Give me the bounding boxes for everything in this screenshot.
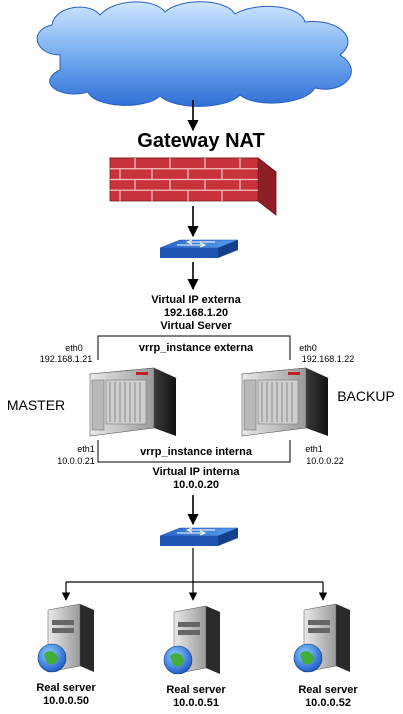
real-server-1-name: Real server [36,682,96,694]
switch-top-icon [159,239,239,258]
virtual-server-label: Virtual Server [160,320,232,332]
master-eth0-ip: 192.168.1.21 [40,354,93,364]
backup-eth0-ip: 192.168.1.22 [302,354,355,364]
real-server-1-icon [37,603,94,673]
vip-internal-ip: 10.0.0.20 [173,479,219,491]
real-server-2-name: Real server [166,684,226,696]
backup-eth1-name: eth1 [305,444,323,454]
master-eth1-name: eth1 [77,444,95,454]
master-eth0-name: eth0 [65,343,83,353]
master-eth1-ip: 10.0.0.21 [57,456,95,466]
real-server-2-icon [163,605,220,675]
real-server-3-name: Real server [298,684,358,696]
vrrp-external-bracket [97,335,291,360]
vip-internal-label: Virtual IP interna [152,466,240,478]
vip-external-label: Virtual IP externa [151,294,241,306]
backup-eth0-name: eth0 [299,343,317,353]
backup-server-icon [240,367,330,437]
real-server-links [61,548,328,601]
vrrp-internal-bracket [97,440,291,463]
gateway-title: Gateway NAT [137,130,264,152]
vrrp-external-label: vrrp_instance externa [139,342,254,354]
real-server-1-ip: 10.0.0.50 [43,695,89,707]
vip-external-ip: 192.168.1.20 [164,307,228,319]
firewall-icon [108,157,278,216]
backup-eth1-ip: 10.0.0.22 [306,456,344,466]
master-server-icon [88,367,178,437]
switch-bottom-icon [159,527,239,546]
real-server-3-ip: 10.0.0.52 [305,697,351,709]
master-role-label: MASTER [7,397,65,413]
real-server-2-ip: 10.0.0.51 [173,697,219,709]
internet-cloud-icon [36,1,352,107]
real-server-3-icon [293,603,350,673]
vrrp-internal-label: vrrp_instance interna [140,446,253,458]
backup-role-label: BACKUP [337,388,395,404]
